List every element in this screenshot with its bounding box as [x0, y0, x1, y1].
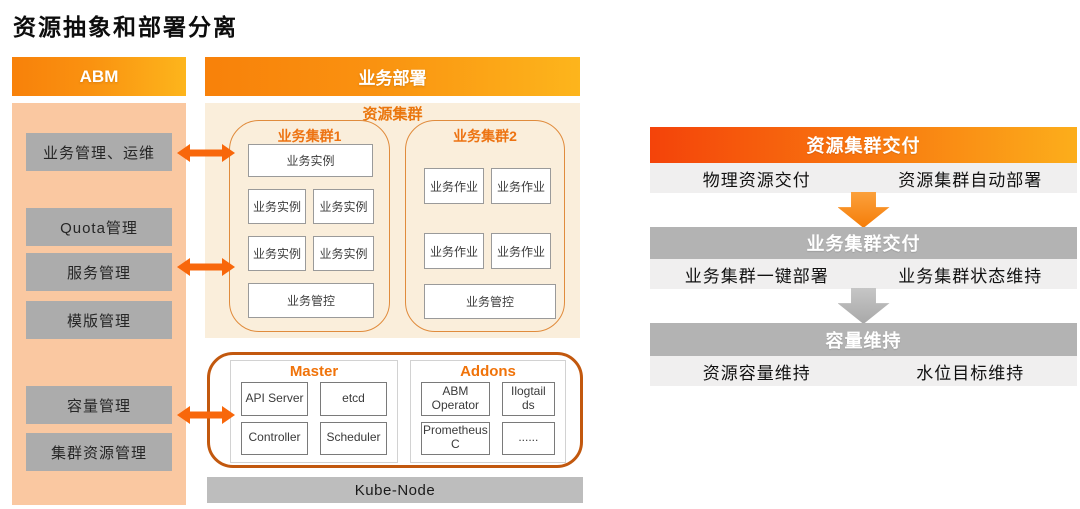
abm-item-quota: Quota管理: [26, 208, 172, 246]
flow-step-2-header: 业务集群交付: [650, 227, 1077, 259]
business-instance-box: 业务实例: [248, 189, 306, 224]
business-instance-box: 业务实例: [313, 189, 374, 224]
business-instance-box: 业务实例: [248, 144, 373, 177]
addon-abm-operator: ABM Operator: [421, 382, 490, 416]
flow-step-2-row: 业务集群一键部署 业务集群状态维持: [650, 259, 1077, 289]
flow-step-1-item-1: 物理资源交付: [702, 170, 811, 190]
flow-step-3-row: 资源容量维持 水位目标维持: [650, 356, 1077, 386]
abm-header: ABM: [12, 57, 186, 96]
master-component-etcd: etcd: [320, 382, 387, 416]
business-job-box: 业务作业: [424, 168, 484, 204]
master-panel: Master API Server etcd Controller Schedu…: [230, 360, 398, 463]
master-component-scheduler: Scheduler: [320, 421, 387, 455]
addons-title: Addons: [460, 363, 516, 380]
flow-step-1-header: 资源集群交付: [650, 127, 1077, 163]
business-job-box: 业务作业: [424, 233, 484, 269]
flow-step-2-item-2: 业务集群状态维持: [898, 266, 1043, 286]
abm-item-business-ops: 业务管理、运维: [26, 133, 172, 171]
addons-panel: Addons ABM Operator Ilogtail ds Promethe…: [410, 360, 566, 463]
abm-item-capacity: 容量管理: [26, 386, 172, 424]
master-title: Master: [289, 363, 339, 380]
business-instance-box: 业务实例: [313, 236, 374, 271]
business-cluster-2: 业务集群2 业务作业 业务作业 业务作业 业务作业 业务管控: [405, 120, 565, 332]
addons-grid: ABM Operator Ilogtail ds Prometheus C ..…: [421, 382, 555, 455]
kube-master-addons-box: Master API Server etcd Controller Schedu…: [207, 352, 583, 468]
down-arrow-icon: [837, 192, 890, 228]
business-cluster-1: 业务集群1 业务实例 业务实例 业务实例 业务实例 业务实例 业务管控: [229, 120, 390, 332]
business-cluster-1-title: 业务集群1: [277, 128, 342, 144]
flow-step-1-row: 物理资源交付 资源集群自动部署: [650, 163, 1077, 193]
flow-step-3-item-2: 水位目标维持: [916, 363, 1025, 383]
flow-step-2-item-1: 业务集群一键部署: [684, 266, 829, 286]
bidirectional-arrow-icon: [175, 404, 237, 426]
business-job-box: 业务作业: [491, 168, 551, 204]
business-cluster-2-title: 业务集群2: [453, 128, 517, 144]
kube-node-bar: Kube-Node: [207, 477, 583, 503]
down-arrow-icon: [837, 288, 890, 324]
abm-column: 业务管理、运维 Quota管理 服务管理 模版管理 容量管理 集群资源管理: [12, 103, 186, 505]
addon-prometheus: Prometheus C: [421, 421, 490, 455]
addon-ilogtail: Ilogtail ds: [501, 382, 555, 416]
business-instance-box: 业务实例: [248, 236, 306, 271]
master-component-controller: Controller: [241, 421, 308, 455]
addon-ellipsis: ......: [501, 421, 555, 455]
flow-step-1-item-2: 资源集群自动部署: [898, 170, 1043, 190]
bidirectional-arrow-icon: [175, 142, 237, 164]
bidirectional-arrow-icon: [175, 256, 237, 278]
resource-cluster-box: 资源集群 业务集群1 业务实例 业务实例 业务实例 业务实例 业务实例 业务管控…: [205, 103, 580, 338]
business-job-box: 业务作业: [491, 233, 551, 269]
business-control-box: 业务管控: [248, 283, 374, 318]
abm-item-template: 模版管理: [26, 301, 172, 339]
abm-item-cluster-resource: 集群资源管理: [26, 433, 172, 471]
abm-item-service: 服务管理: [26, 253, 172, 291]
master-component-api-server: API Server: [241, 382, 308, 416]
flow-step-3-header: 容量维持: [650, 323, 1077, 356]
deployment-header: 业务部署: [205, 57, 580, 96]
business-control-box: 业务管控: [424, 284, 556, 319]
resource-cluster-label: 资源集群: [362, 106, 423, 123]
flow-step-3-item-1: 资源容量维持: [702, 363, 811, 383]
page-title: 资源抽象和部署分离: [13, 14, 238, 40]
master-grid: API Server etcd Controller Scheduler: [241, 382, 387, 455]
